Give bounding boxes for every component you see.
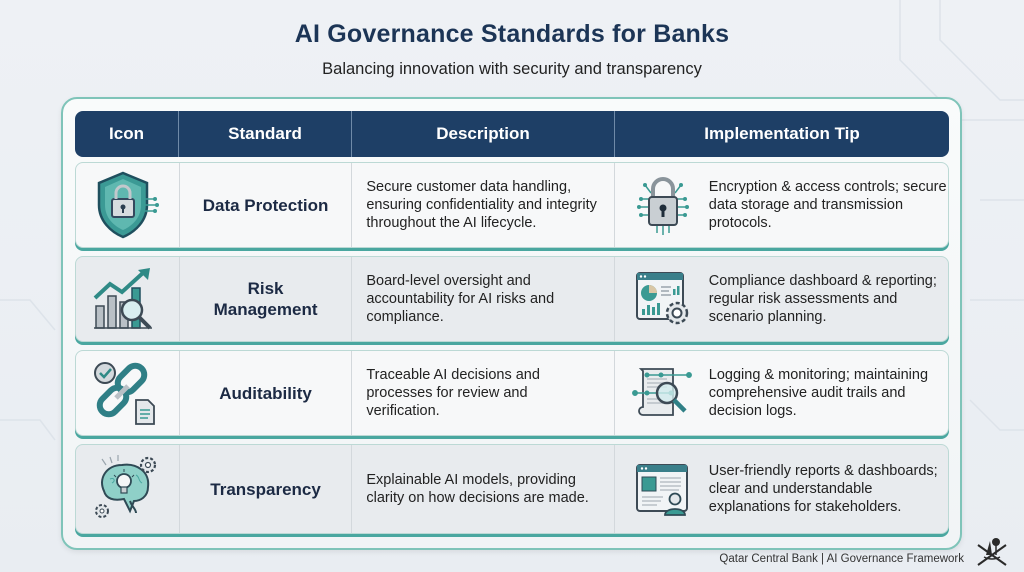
standard-name: Risk Management <box>213 279 318 319</box>
page-subtitle: Balancing innovation with security and t… <box>322 60 702 78</box>
standard-name: Data Protection <box>202 195 329 215</box>
column-header-icon: Icon <box>75 111 179 157</box>
standard-name: Auditability <box>219 383 312 403</box>
chain-link-document-icon <box>94 362 156 425</box>
scroll-magnifier-icon <box>631 368 692 416</box>
qatar-emblem-icon <box>977 538 1007 566</box>
report-window-user-icon <box>635 464 688 516</box>
implementation-tip: Encryption & access controls; secure dat… <box>708 179 947 231</box>
brain-lightbulb-gears-icon <box>95 455 157 518</box>
column-header-standard: Standard <box>179 111 352 157</box>
standard-description: Secure customer data handling, ensuring … <box>352 163 615 247</box>
table-row-risk-management: Risk Management Board-level oversight an… <box>75 256 949 342</box>
table-header: Icon Standard Description Implementation… <box>75 111 949 157</box>
standard-description: Traceable AI decisions and processes for… <box>352 351 615 435</box>
page-title: AI Governance Standards for Banks <box>294 20 730 48</box>
dashboard-gear-icon <box>635 272 689 325</box>
padlock-circuit-icon <box>636 177 689 235</box>
column-header-implementation-tip: Implementation Tip <box>704 124 860 143</box>
standard-description: Explainable AI models, providing clarity… <box>352 445 615 533</box>
standard-name: Transparency <box>210 479 321 499</box>
implementation-tip: Compliance dashboard & reporting; regula… <box>708 273 937 325</box>
standard-description: Board-level oversight and accountability… <box>352 257 615 341</box>
shield-lock-circuit-icon <box>98 171 160 239</box>
chart-trend-magnifier-icon <box>94 268 153 330</box>
table-row-transparency: Transparency Explainable AI models, prov… <box>75 444 949 534</box>
table-row-auditability: Auditability Traceable AI decisions and … <box>75 350 949 436</box>
column-header-description: Description <box>352 111 615 157</box>
implementation-tip: Logging & monitoring; maintaining compre… <box>708 367 929 419</box>
footer-credit: Qatar Central Bank | AI Governance Frame… <box>719 553 964 565</box>
table-row-data-protection: Data Protection Secure customer data han… <box>75 162 949 248</box>
implementation-tip: User-friendly reports & dashboards; clea… <box>708 463 938 515</box>
